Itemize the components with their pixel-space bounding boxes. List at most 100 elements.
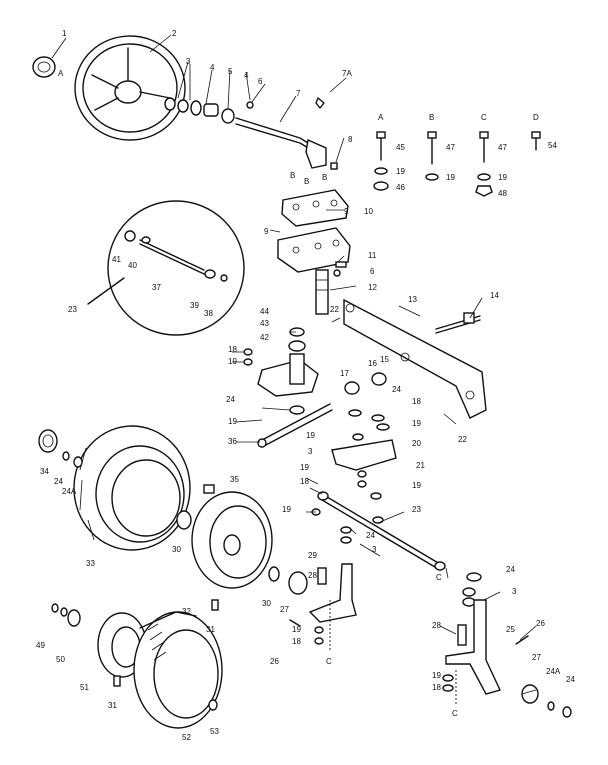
label-wheel-a: A — [58, 69, 64, 78]
label-bolt-d: D — [533, 113, 539, 122]
label-23a: 23 — [412, 505, 421, 514]
part-labels: 1 2 3 4 4 5 6 7 7A 8 9 9 10 11 6 12 13 1… — [36, 29, 575, 742]
label-47b: 47 — [498, 143, 507, 152]
label-18e: 18 — [432, 683, 441, 692]
label-19a: 19 — [228, 357, 237, 366]
label-34: 34 — [40, 467, 49, 476]
label-18a: 18 — [228, 345, 237, 354]
label-27a: 27 — [280, 605, 289, 614]
label-11: 11 — [368, 251, 377, 260]
label-20: 20 — [412, 439, 421, 448]
label-7a: 7A — [342, 69, 352, 78]
label-24e: 24 — [54, 477, 63, 486]
spindle-right-bracket — [331, 414, 397, 500]
label-1: 1 — [62, 29, 67, 38]
label-41: 41 — [112, 255, 121, 264]
tie-rod — [311, 491, 446, 571]
label-52: 52 — [182, 733, 191, 742]
label-24a: 24 — [226, 395, 235, 404]
label-19-a: 19 — [396, 167, 405, 176]
label-40: 40 — [128, 261, 137, 270]
label-19e: 19 — [300, 463, 309, 472]
label-18d: 18 — [292, 637, 301, 646]
label-bolt-a: A — [378, 113, 384, 122]
label-31a: 31 — [206, 625, 215, 634]
label-45: 45 — [396, 143, 405, 152]
label-16: 16 — [368, 359, 377, 368]
label-c-left: C — [326, 657, 332, 666]
label-4a: 4 — [210, 63, 215, 72]
label-22a: 22 — [330, 305, 339, 314]
bolt-d-hardware — [531, 131, 541, 151]
label-24f: 24 — [566, 675, 575, 684]
horn-cap — [32, 56, 56, 78]
label-19h: 19 — [292, 625, 301, 634]
bolt-b-hardware — [425, 131, 439, 181]
label-19d: 19 — [306, 431, 315, 440]
front-axle — [343, 298, 487, 419]
label-housing-b3: B — [322, 173, 327, 182]
spindle-left — [288, 563, 357, 650]
label-8: 8 — [348, 135, 353, 144]
label-19f: 19 — [412, 481, 421, 490]
label-24a-left: 24A — [62, 487, 77, 496]
rear-tire — [133, 611, 223, 729]
label-30b: 30 — [262, 599, 271, 608]
steering-wheel — [74, 35, 186, 141]
label-17: 17 — [340, 369, 349, 378]
label-bolt-b: B — [429, 113, 434, 122]
label-43: 43 — [260, 319, 269, 328]
label-3a: 3 — [308, 447, 313, 456]
label-21: 21 — [416, 461, 425, 470]
label-18c: 18 — [300, 477, 309, 486]
label-14: 14 — [490, 291, 499, 300]
label-25: 25 — [506, 625, 515, 634]
label-39: 39 — [190, 301, 199, 310]
label-36: 36 — [228, 437, 237, 446]
detail-circle — [87, 200, 245, 336]
label-2: 2 — [172, 29, 177, 38]
washers-nut-stack — [164, 97, 254, 124]
sector-gear — [243, 327, 319, 415]
label-49: 49 — [36, 641, 45, 650]
label-3: 3 — [186, 57, 191, 66]
label-c-mid: C — [452, 709, 458, 718]
label-29: 29 — [308, 551, 317, 560]
label-housing-b1: B — [290, 171, 295, 180]
label-24a-right: 24A — [546, 667, 561, 676]
label-6a: 6 — [258, 77, 263, 86]
rear-hub-assembly — [51, 603, 147, 687]
front-rim — [176, 484, 280, 611]
label-26a: 26 — [270, 657, 279, 666]
label-3c: 3 — [512, 587, 517, 596]
bolt-a-hardware — [373, 131, 389, 191]
label-38: 38 — [204, 309, 213, 318]
label-35: 35 — [230, 475, 239, 484]
label-10: 10 — [364, 207, 373, 216]
label-44: 44 — [260, 307, 269, 316]
label-19-c: 19 — [498, 173, 507, 182]
label-26b: 26 — [536, 619, 545, 628]
label-9b: 9 — [264, 227, 269, 236]
label-24b: 24 — [392, 385, 401, 394]
label-46: 46 — [396, 183, 405, 192]
label-22b: 22 — [458, 435, 467, 444]
label-24d: 24 — [506, 565, 515, 574]
label-3b: 3 — [372, 545, 377, 554]
label-37: 37 — [152, 283, 161, 292]
label-54: 54 — [548, 141, 557, 150]
label-7: 7 — [296, 89, 301, 98]
label-23b: 23 — [68, 305, 77, 314]
wheel-cap-34 — [38, 429, 83, 468]
label-51: 51 — [80, 683, 89, 692]
label-31b: 31 — [108, 701, 117, 710]
steering-shaft — [235, 97, 338, 170]
label-bolt-c: C — [481, 113, 487, 122]
label-15: 15 — [380, 355, 389, 364]
label-32: 32 — [182, 607, 191, 616]
label-28b: 28 — [432, 621, 441, 630]
label-47a: 47 — [446, 143, 455, 152]
label-50: 50 — [56, 655, 65, 664]
